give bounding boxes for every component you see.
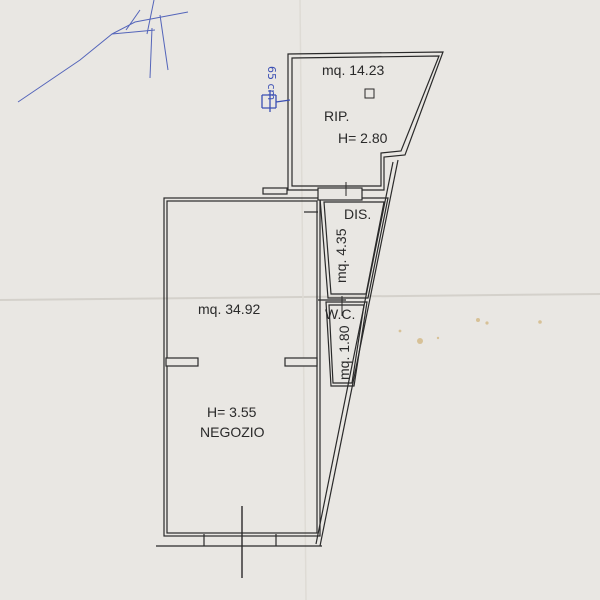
floor-drain-symbol <box>364 88 375 99</box>
dis-area-label: mq. 4.35 <box>333 228 349 283</box>
wc-name-label: W.C. <box>325 306 355 322</box>
handwritten-annotation: 65 cm <box>261 66 291 112</box>
pen-box-mark <box>261 90 291 112</box>
room-negozio-outline <box>163 197 321 537</box>
handwritten-dimension: 65 cm <box>265 66 278 100</box>
pen-scribble <box>17 0 189 103</box>
rip-height-label: H= 2.80 <box>338 130 388 146</box>
negozio-name-label: NEGOZIO <box>200 424 265 440</box>
room-dis-outline <box>319 197 389 299</box>
wc-area-label: mq. 1.80 <box>336 325 352 380</box>
rip-name-label: RIP. <box>324 108 349 124</box>
rip-area-label: mq. 14.23 <box>322 62 384 78</box>
paper-fold-horizontal <box>0 293 600 301</box>
negozio-height-label: H= 3.55 <box>207 404 257 420</box>
paper-fold-vertical <box>299 0 307 600</box>
openings <box>165 187 363 546</box>
room-wc-outline <box>325 301 368 387</box>
paper-stains <box>398 318 542 344</box>
room-rip-outline <box>287 51 444 191</box>
negozio-area-label: mq. 34.92 <box>198 301 260 317</box>
dis-name-label: DIS. <box>344 206 371 222</box>
